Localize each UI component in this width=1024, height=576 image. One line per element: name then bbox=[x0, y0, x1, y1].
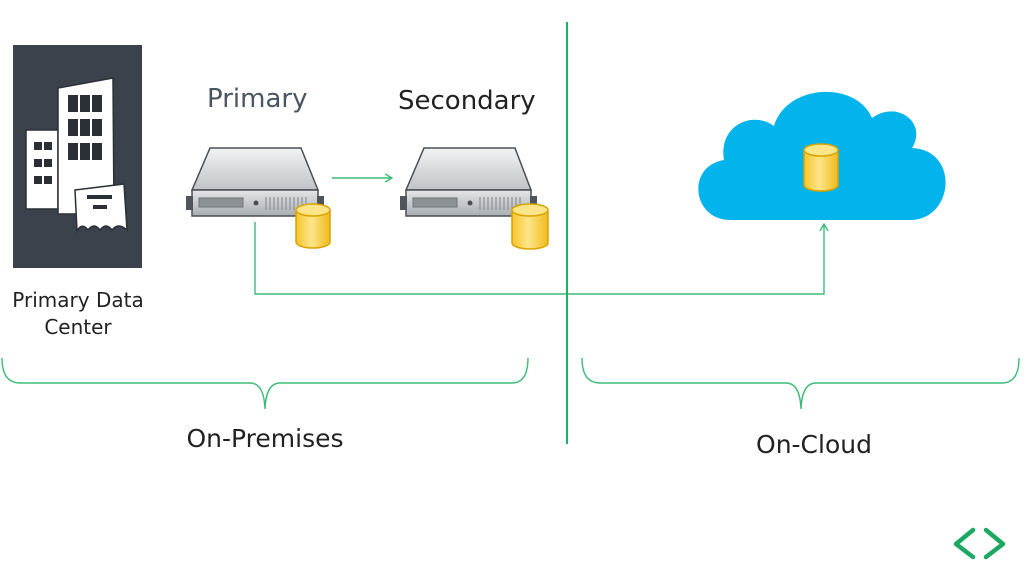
data-center-label: Primary Data Center bbox=[12, 287, 143, 341]
data-center-label-line1: Primary Data bbox=[12, 288, 144, 312]
secondary-database-icon bbox=[511, 203, 549, 250]
on-cloud-label: On-Cloud bbox=[756, 430, 872, 459]
data-center-label-line2: Center bbox=[44, 315, 112, 339]
on-premises-label: On-Premises bbox=[186, 424, 344, 453]
primary-server-label: Primary bbox=[207, 84, 308, 114]
primary-server-icon bbox=[186, 147, 324, 217]
cloud-database-icon bbox=[803, 143, 839, 192]
cloud-backup-connector bbox=[254, 222, 829, 295]
secondary-server-label: Secondary bbox=[398, 86, 536, 116]
building-icon bbox=[13, 45, 142, 268]
code-brackets-icon bbox=[953, 527, 1006, 560]
on-cloud-brace bbox=[581, 357, 1020, 410]
primary-database-icon bbox=[295, 203, 331, 249]
on-premises-brace bbox=[1, 357, 529, 410]
secondary-server-icon bbox=[400, 147, 537, 217]
